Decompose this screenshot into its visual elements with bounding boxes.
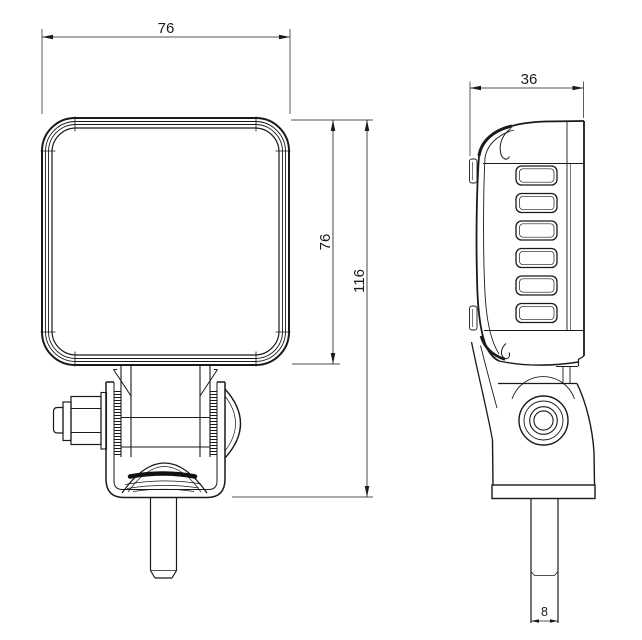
housing-profile xyxy=(475,120,585,366)
cooling-fins xyxy=(515,165,558,324)
dim-stud-width: 8 xyxy=(531,605,558,623)
mounting-ears xyxy=(113,365,218,457)
lens-clips xyxy=(469,158,478,331)
dim-front-width: 76 xyxy=(41,20,291,114)
bezel-tangent-ticks xyxy=(40,116,291,367)
pivot-neck xyxy=(556,366,578,383)
front-view: 76 76 116 xyxy=(40,20,373,579)
side-view: 36 8 xyxy=(469,71,596,623)
dim-label-front-width: 76 xyxy=(158,20,175,37)
bracket-side xyxy=(470,341,596,500)
round-knob xyxy=(224,388,242,459)
dim-label-stud-width: 8 xyxy=(541,605,548,619)
lamp-front-bezel xyxy=(40,116,291,367)
bracket-arch xyxy=(121,462,208,494)
dim-label-side-depth: 36 xyxy=(521,71,538,88)
dim-side-depth: 36 xyxy=(469,71,584,156)
dim-front-height: 76 xyxy=(291,119,373,365)
mounting-stud-front xyxy=(149,497,178,579)
dim-overall-height: 116 xyxy=(232,120,373,498)
u-bracket xyxy=(105,381,226,499)
dim-label-front-height: 76 xyxy=(317,234,334,251)
hex-adjustment-bolt xyxy=(52,391,108,450)
mounting-stud-side xyxy=(530,498,559,623)
pivot-knob-circles xyxy=(518,395,569,446)
bracket-base xyxy=(491,484,596,500)
dim-label-overall-height: 116 xyxy=(351,269,368,293)
